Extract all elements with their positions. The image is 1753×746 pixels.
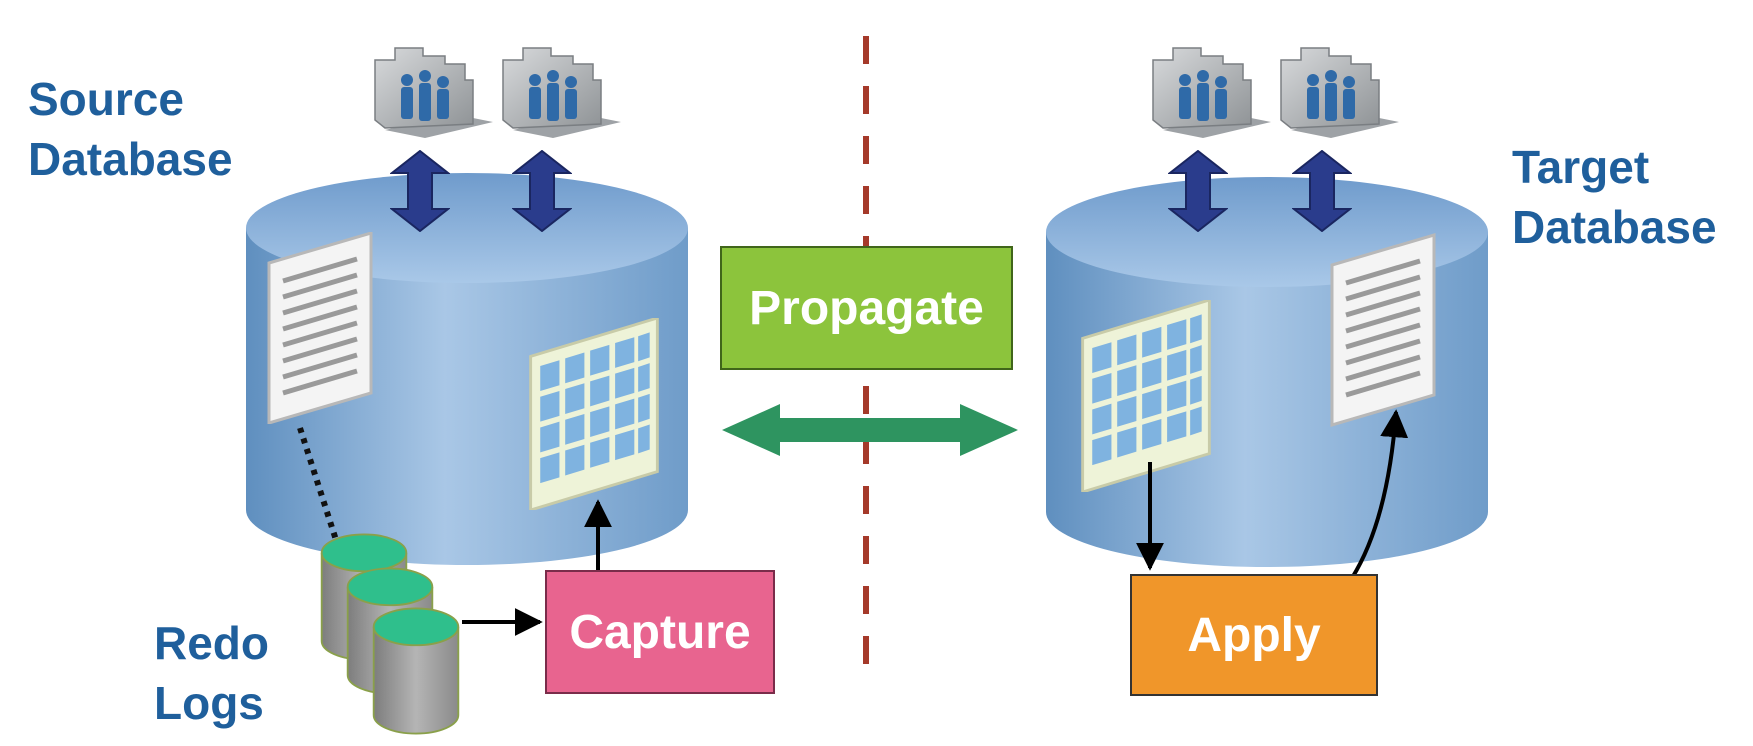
- users-group-icon: [1280, 47, 1400, 139]
- redo-label-line2: Logs: [154, 676, 264, 729]
- redo-logs-label: Redo Logs: [154, 614, 269, 734]
- users-group-icon: [1152, 47, 1272, 139]
- source-label-line1: Source: [28, 73, 184, 125]
- apply-to-table-arrow: [1350, 409, 1409, 580]
- users-group-icon: [502, 47, 622, 139]
- redo-label-line1: Redo: [154, 617, 269, 669]
- target-label-line2: Database: [1512, 200, 1717, 253]
- target-database-label: Target Database: [1512, 138, 1717, 258]
- apply-box: Apply: [1130, 574, 1378, 696]
- source-database-label: Source Database: [28, 70, 233, 190]
- document-icon: [1332, 235, 1434, 425]
- users-group-icon: [374, 47, 494, 139]
- source-label-line2: Database: [28, 132, 233, 185]
- propagation-arrow: [722, 404, 1018, 456]
- target-label-line1: Target: [1512, 141, 1650, 193]
- propagate-box: Propagate: [720, 246, 1013, 370]
- capture-box: Capture: [545, 570, 775, 694]
- document-icon: [269, 233, 371, 423]
- redo-dotted-link: [297, 427, 339, 541]
- redo-log-cylinder-icon: [372, 607, 460, 735]
